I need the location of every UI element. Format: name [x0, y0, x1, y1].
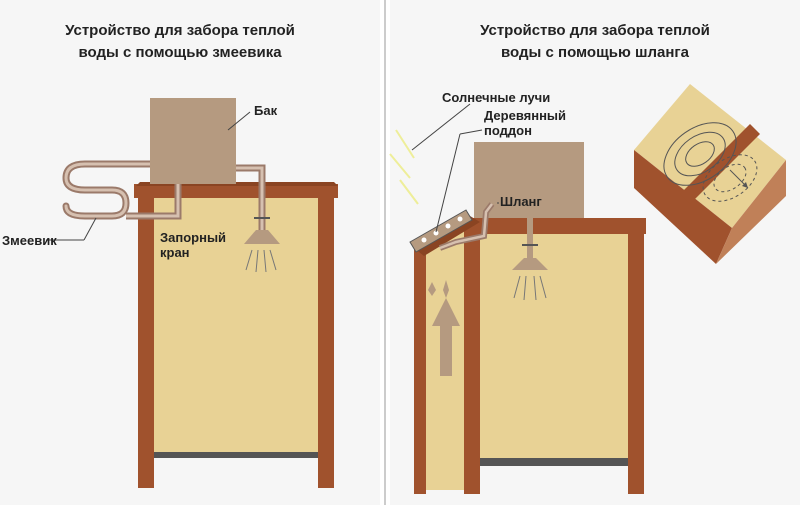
left-post-right	[318, 192, 334, 488]
left-water-spray	[245, 249, 277, 273]
pallet-label-line2: поддон	[484, 123, 532, 138]
tank-label: Бак	[254, 103, 278, 118]
right-water-spray	[513, 275, 547, 301]
right-post-mid	[464, 224, 480, 494]
heat-arrow-icon	[432, 298, 460, 376]
left-title: Устройство для забора теплой воды с помо…	[30, 20, 330, 64]
right-title-line2: воды с помощью шланга	[501, 44, 689, 61]
right-shower-cabin	[414, 216, 646, 494]
flame-icon-right	[443, 280, 449, 298]
left-cabin-wall	[152, 196, 318, 454]
pallet-detail	[634, 84, 786, 264]
right-title: Устройство для забора теплой воды с помо…	[435, 20, 755, 64]
pallet-label-line1: Деревянный	[484, 108, 567, 123]
left-title-line2: воды с помощью змеевика	[78, 44, 282, 61]
right-side-frame-left	[414, 240, 426, 494]
tank-leader	[227, 111, 251, 131]
right-shower-head	[512, 258, 548, 270]
sun-rays-label: Солнечные лучи	[442, 90, 551, 105]
pallet-leader	[459, 129, 483, 135]
left-cabin-floor	[152, 452, 318, 458]
left-shower-head	[244, 230, 280, 244]
valve-label: Запорный кран	[160, 230, 226, 260]
hose-pipe	[438, 202, 495, 251]
right-shower-pipe	[527, 218, 533, 258]
coil-leader-2	[83, 217, 97, 241]
hose-label: Шланг	[500, 194, 542, 209]
pallet-leader-2	[435, 133, 461, 233]
right-post-right	[628, 226, 644, 494]
coil-label: Змеевик	[2, 233, 57, 248]
valve-label-line2: кран	[160, 245, 190, 260]
left-title-line1: Устройство для забора теплой	[65, 22, 295, 39]
right-title-line1: Устройство для забора теплой	[480, 22, 710, 39]
right-cabin-wall	[478, 234, 630, 462]
right-roof-side	[414, 216, 480, 256]
valve-label-line1: Запорный	[160, 230, 227, 245]
left-post-left	[138, 192, 154, 488]
left-shower-cabin	[134, 182, 338, 488]
left-tank	[150, 98, 236, 184]
sun-rays-leader	[411, 103, 471, 151]
left-roof-beam	[134, 184, 338, 198]
wooden-pallet	[409, 209, 473, 253]
flame-icon-left	[428, 282, 436, 296]
pallet-label: Деревянный поддон	[484, 108, 566, 138]
right-cabin-floor	[426, 458, 632, 466]
right-roof-beam	[470, 218, 646, 234]
left-shower-pipe	[236, 164, 266, 232]
sun-rays	[389, 129, 419, 205]
